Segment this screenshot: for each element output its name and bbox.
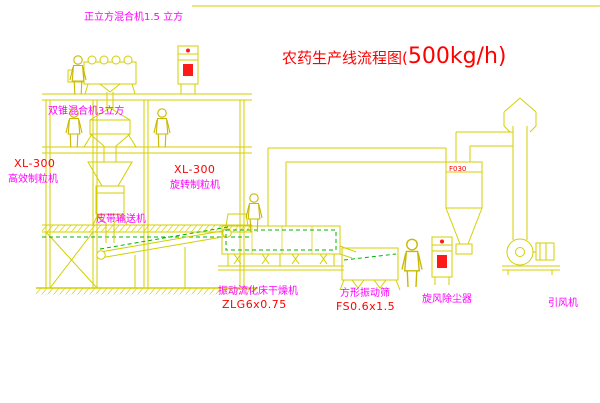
- drawing-title-text: 农药生产线流程图(: [282, 49, 408, 67]
- label-sieve-name: 方形振动筛: [340, 288, 390, 299]
- label-dryer-name: 振动流化床干燥机: [218, 286, 298, 297]
- label-top-mixer: 正立方混合机1.5 立方: [84, 12, 184, 23]
- label-cyclone-tag: F030: [449, 165, 467, 173]
- label-granulator-right-name: 旋转制粒机: [170, 180, 220, 191]
- control-cabinet-upper: [177, 45, 199, 94]
- induced-draft-fan: [502, 238, 560, 275]
- double-cone-mixer: [83, 107, 137, 153]
- label-granulator-left-name: 高效制粒机: [8, 174, 58, 185]
- label-granulator-right-model: XL-300: [174, 163, 216, 176]
- belt-conveyor: [96, 226, 232, 288]
- exhaust-stack: [503, 97, 537, 240]
- top-mixer: [67, 55, 137, 110]
- label-dryer-model: ZLG6x0.75: [222, 298, 287, 311]
- drawing-title-capacity: 500kg/h): [407, 44, 507, 69]
- label-belt-conveyor: 皮带输送机: [96, 214, 146, 225]
- label-second-mixer: 双锥混合机3立方: [48, 106, 125, 117]
- worker-icon: [401, 238, 423, 288]
- drawing-title: 农药生产线流程图(500kg/h): [282, 44, 507, 69]
- label-cyclone-name: 旋风除尘器: [422, 294, 472, 305]
- worker-icon: [153, 108, 171, 148]
- label-granulator-left-model: XL-300: [14, 157, 56, 170]
- granulator: [87, 153, 133, 232]
- vibrating-sieve: [339, 247, 401, 291]
- label-fan-name: 引风机: [548, 298, 578, 309]
- control-cabinet-lower: [431, 236, 453, 285]
- cyclone-separator: [445, 131, 513, 255]
- platform-structure: [36, 93, 258, 295]
- exhaust-duct: [267, 147, 447, 226]
- label-sieve-model: FS0.6x1.5: [336, 300, 396, 313]
- fluid-bed-dryer: [218, 213, 357, 271]
